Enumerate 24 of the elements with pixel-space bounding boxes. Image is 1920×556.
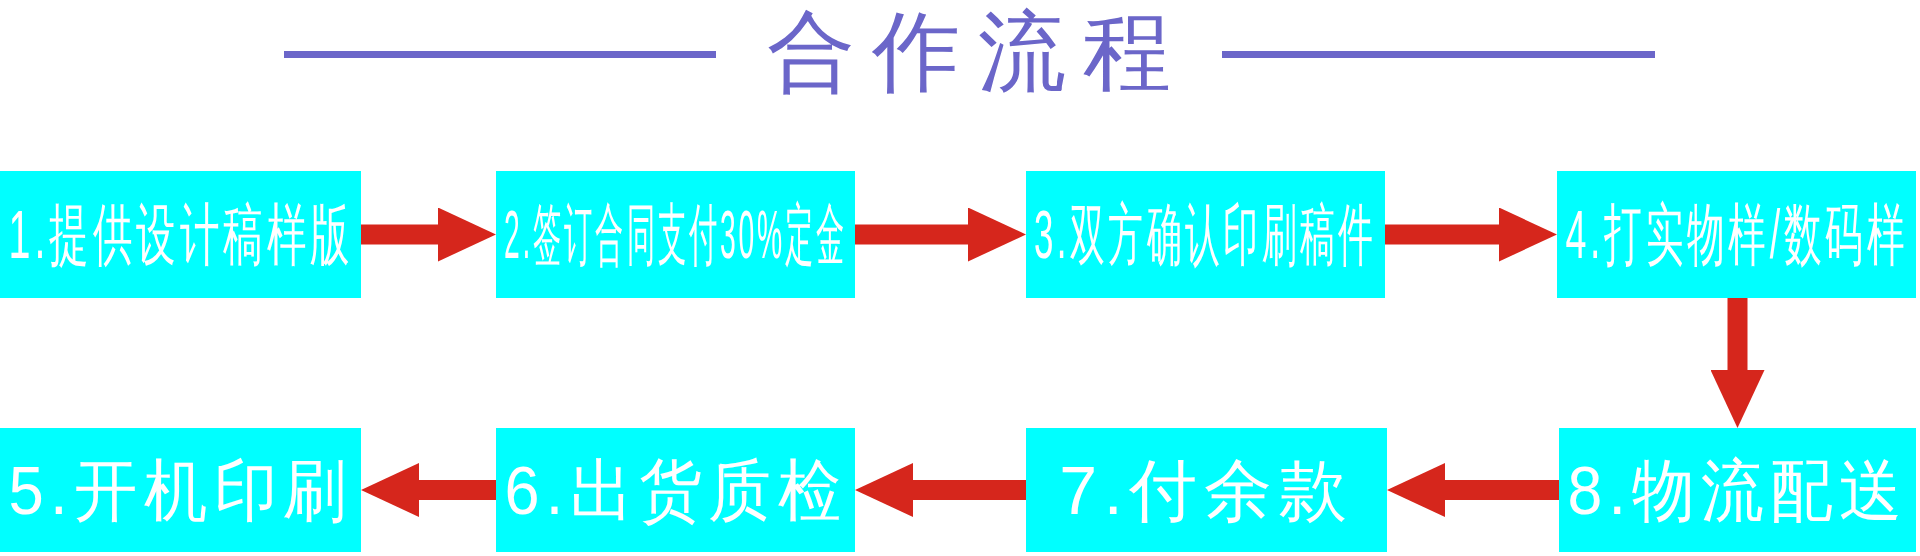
arrow: [1387, 463, 1559, 517]
arrow: [855, 463, 1026, 517]
step-text: 3.双方确认印刷稿件: [1034, 197, 1377, 272]
arrow: [1710, 298, 1765, 428]
process-box: [496, 171, 855, 298]
process-box: [0, 171, 361, 298]
step-text: 5.开机印刷: [8, 452, 353, 528]
step-text: 8.物流配送: [1567, 452, 1908, 528]
process-box: [1026, 171, 1385, 298]
step-text: 1.提供设计稿样版: [8, 197, 353, 272]
arrow: [361, 207, 496, 262]
process-box: [1559, 428, 1916, 552]
step-text: 2.签订合同支付30%定金: [503, 197, 848, 272]
process-box: [0, 428, 361, 552]
diagram-title: 合作流程: [765, 5, 1189, 99]
step-text: 7.付余款: [1059, 452, 1354, 528]
process-box: [496, 428, 855, 552]
step-text: 4.打实物样/数码样: [1565, 197, 1908, 272]
arrow: [855, 207, 1026, 262]
process-box: [1557, 171, 1916, 298]
arrow: [1385, 207, 1557, 262]
step-text: 6.出货质检: [504, 452, 847, 528]
arrow: [361, 463, 496, 517]
process-box: [1026, 428, 1387, 552]
